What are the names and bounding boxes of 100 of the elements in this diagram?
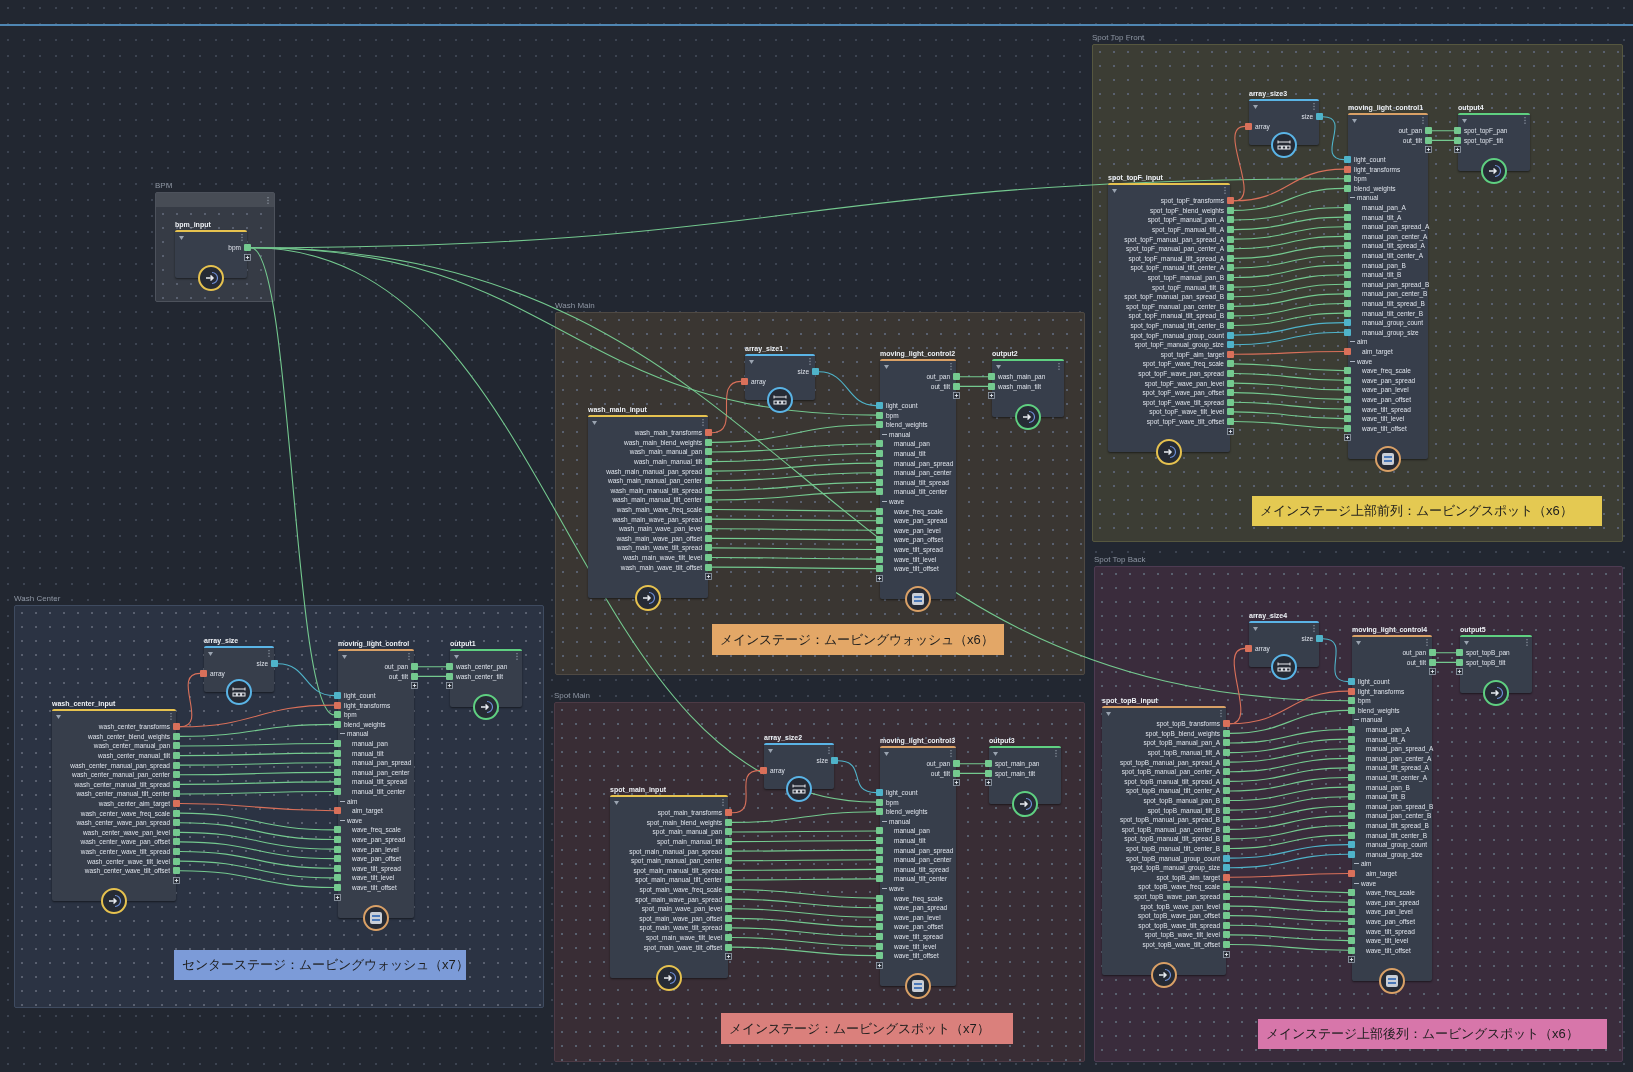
wire bbox=[711, 509, 877, 512]
wire bbox=[1233, 312, 1345, 327]
wire bbox=[1229, 915, 1349, 922]
wire bbox=[1233, 254, 1345, 269]
group-title: Spot Main bbox=[554, 690, 591, 702]
wire bbox=[1233, 420, 1345, 429]
wire bbox=[731, 811, 877, 823]
wire bbox=[1229, 729, 1349, 744]
wire bbox=[1322, 638, 1349, 683]
wire bbox=[1233, 235, 1345, 250]
wire bbox=[1229, 796, 1349, 811]
wire bbox=[959, 376, 989, 378]
wire bbox=[1233, 411, 1345, 420]
wire bbox=[1233, 350, 1345, 355]
wire bbox=[959, 763, 986, 765]
group-title: Spot Top Front bbox=[1092, 32, 1145, 44]
wire bbox=[1229, 815, 1349, 830]
sticky-note: メインステージ上部後列：ムービングスポット（x6） bbox=[1258, 1019, 1607, 1049]
wire bbox=[711, 443, 877, 453]
wire bbox=[1233, 293, 1345, 307]
wire bbox=[1229, 844, 1349, 859]
wire bbox=[731, 769, 761, 814]
wire bbox=[1233, 274, 1345, 288]
wire bbox=[1233, 264, 1345, 279]
wire bbox=[417, 666, 447, 668]
wire bbox=[1233, 283, 1345, 298]
wire bbox=[179, 743, 335, 747]
wire bbox=[1229, 709, 1349, 734]
wire bbox=[1233, 168, 1345, 202]
group-title: BPM bbox=[155, 180, 173, 192]
wire bbox=[417, 675, 447, 677]
wire bbox=[711, 491, 877, 501]
wire bbox=[1229, 757, 1349, 773]
wire bbox=[959, 772, 986, 774]
wire bbox=[1233, 392, 1345, 400]
sticky-note: メインステージ：ムービングスポット（x7） bbox=[721, 1013, 1013, 1044]
wire bbox=[1435, 652, 1457, 654]
wire bbox=[711, 537, 877, 541]
wire bbox=[731, 878, 877, 881]
wire bbox=[1229, 905, 1349, 913]
wire bbox=[179, 841, 335, 860]
wire bbox=[179, 781, 335, 785]
wire bbox=[1229, 738, 1349, 754]
wire bbox=[731, 927, 877, 938]
wire bbox=[1229, 943, 1349, 951]
wire bbox=[959, 385, 989, 387]
wire bbox=[179, 803, 335, 812]
wire bbox=[179, 752, 335, 757]
wire bbox=[1431, 130, 1455, 132]
wire bbox=[1233, 363, 1345, 372]
wire bbox=[731, 946, 877, 957]
wire bbox=[1229, 805, 1349, 821]
sticky-note: メインステージ：ムービングウォッシュ（x6） bbox=[712, 624, 1004, 655]
wire bbox=[731, 917, 877, 928]
wire bbox=[711, 566, 877, 570]
wire bbox=[1322, 116, 1345, 161]
wire bbox=[179, 831, 335, 850]
wire bbox=[711, 453, 877, 463]
wire bbox=[1229, 834, 1349, 850]
wire bbox=[179, 870, 335, 888]
wire bbox=[818, 371, 877, 407]
wire bbox=[731, 840, 877, 843]
wire bbox=[1229, 748, 1349, 763]
wire bbox=[711, 481, 877, 491]
wire bbox=[1233, 245, 1345, 259]
wire bbox=[1233, 302, 1345, 317]
wire bbox=[1229, 824, 1349, 840]
wire bbox=[1229, 872, 1349, 878]
wire bbox=[1233, 216, 1345, 231]
wire bbox=[711, 518, 877, 522]
wire bbox=[179, 704, 335, 728]
wire bbox=[731, 868, 877, 871]
wire bbox=[1229, 934, 1349, 942]
wire bbox=[731, 859, 877, 862]
wire bbox=[179, 812, 335, 831]
wire bbox=[1233, 226, 1345, 240]
wire bbox=[1233, 372, 1345, 381]
wire bbox=[711, 528, 877, 531]
wire bbox=[1229, 886, 1349, 894]
wire bbox=[1233, 207, 1345, 221]
wire bbox=[1233, 187, 1345, 211]
sticky-note: センターステージ：ムービングウォッシュ（x7） bbox=[174, 950, 466, 980]
sticky-note: メインステージ上部前列：ムービングスポット（x6） bbox=[1252, 496, 1602, 526]
wire bbox=[711, 380, 742, 434]
wire bbox=[731, 889, 877, 899]
wire bbox=[1229, 786, 1349, 802]
wire bbox=[250, 247, 1349, 702]
wire bbox=[731, 908, 877, 918]
wire bbox=[250, 247, 335, 716]
wire bbox=[731, 936, 877, 947]
wire bbox=[711, 472, 877, 482]
wire bbox=[1229, 924, 1349, 932]
wire bbox=[837, 760, 877, 794]
group-title: Spot Top Back bbox=[1094, 554, 1146, 566]
wire bbox=[711, 462, 877, 472]
wire bbox=[1229, 853, 1349, 869]
wire bbox=[1233, 382, 1345, 391]
wire bbox=[179, 723, 335, 737]
wire bbox=[1229, 690, 1349, 725]
wire bbox=[1435, 661, 1457, 663]
